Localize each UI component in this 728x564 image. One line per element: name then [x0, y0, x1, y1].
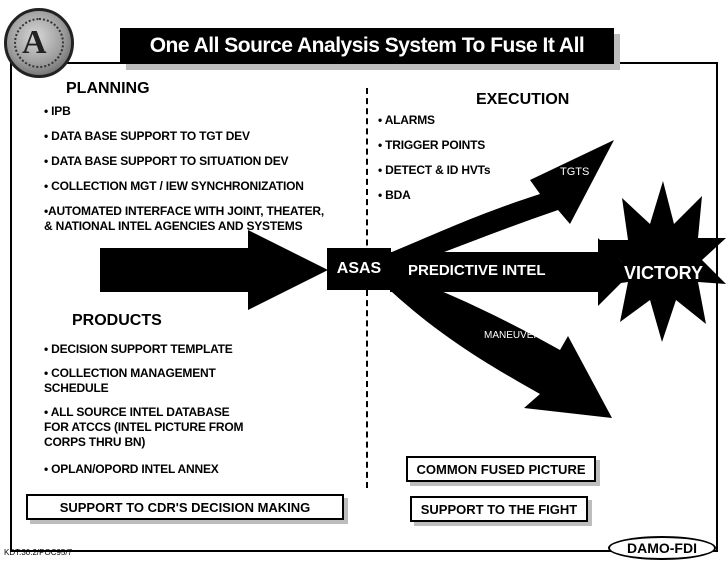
- page-title: One All Source Analysis System To Fuse I…: [120, 28, 614, 64]
- document-code: KDT.30.2/POC95/7: [4, 548, 73, 557]
- planning-item: •AUTOMATED INTERFACE WITH JOINT, THEATER…: [44, 204, 324, 233]
- execution-item: • ALARMS: [378, 113, 435, 127]
- org-badge: DAMO-FDI: [608, 536, 716, 560]
- execution-item: • TRIGGER POINTS: [378, 138, 486, 152]
- planning-heading: PLANNING: [66, 80, 150, 97]
- victory-starburst: [598, 181, 726, 342]
- execution-item: • BDA: [378, 188, 411, 202]
- emblem-seal-mark: A: [22, 24, 47, 61]
- common-picture-box: COMMON FUSED PICTURE: [406, 456, 596, 482]
- execution-heading: EXECUTION: [476, 91, 570, 108]
- tgts-label: TGTS: [560, 166, 590, 178]
- products-item: • COLLECTION MANAGEMENT SCHEDULE: [44, 366, 216, 395]
- planning-item: • DATA BASE SUPPORT TO TGT DEV: [44, 129, 250, 143]
- predictive-intel-label: PREDICTIVE INTEL: [408, 262, 546, 279]
- planning-item: • COLLECTION MGT / IEW SYNCHRONIZATION: [44, 179, 304, 193]
- maneuver-label: MANEUVER: [484, 330, 541, 341]
- fight-support-box: SUPPORT TO THE FIGHT: [410, 496, 588, 522]
- maneuver-arrow: [392, 272, 612, 418]
- emblem-seal-ring: [14, 18, 64, 68]
- products-item: • OPLAN/OPORD INTEL ANNEX: [44, 462, 219, 476]
- planning-item: • IPB: [44, 104, 71, 118]
- cdr-support-box: SUPPORT TO CDR'S DECISION MAKING: [26, 494, 344, 520]
- victory-label: VICTORY: [624, 263, 704, 283]
- products-item: • DECISION SUPPORT TEMPLATE: [44, 342, 233, 356]
- execution-item: • DETECT & ID HVTs: [378, 163, 491, 177]
- predictive-intel-arrow: [390, 238, 632, 306]
- products-item: • ALL SOURCE INTEL DATABASE FOR ATCCS (I…: [44, 405, 244, 449]
- asas-box: ASAS: [327, 248, 391, 290]
- products-heading: PRODUCTS: [72, 312, 162, 329]
- planning-item: • DATA BASE SUPPORT TO SITUATION DEV: [44, 154, 289, 168]
- tgts-arrow: [392, 140, 614, 272]
- input-arrow: [100, 230, 328, 310]
